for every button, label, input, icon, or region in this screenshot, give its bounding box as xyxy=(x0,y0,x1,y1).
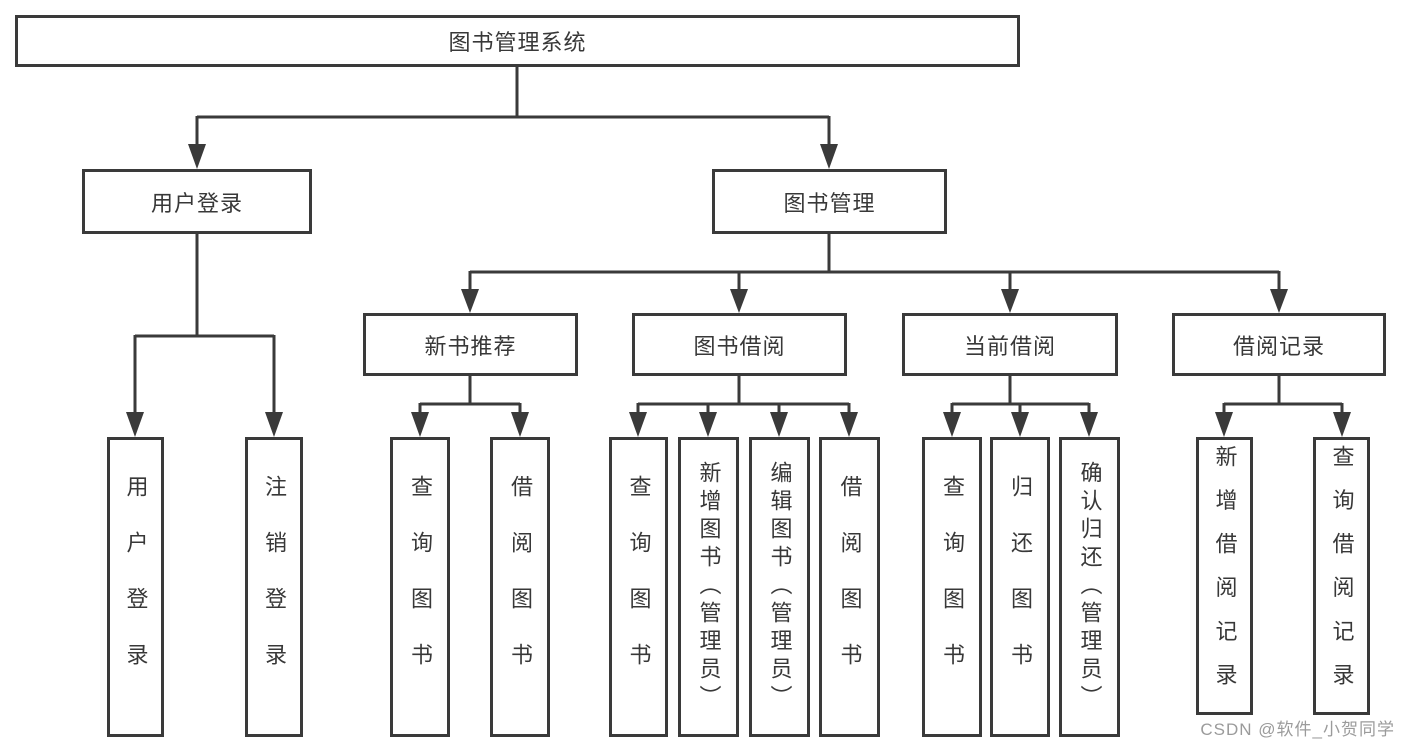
leaf-query-books-current: 查询图书 xyxy=(922,437,982,737)
leaf-borrow-books: 借阅图书 xyxy=(819,437,880,737)
leaf-confirm-return-admin: 确认归还（管理员） xyxy=(1059,437,1120,737)
leaf-return-books: 归还图书 xyxy=(990,437,1050,737)
node-book-management: 图书管理 xyxy=(712,169,947,234)
leaf-label: 编辑图书（管理员） xyxy=(767,461,793,713)
node-book-borrowing: 图书借阅 xyxy=(632,313,847,376)
leaf-label: 查询图书 xyxy=(408,475,433,699)
leaf-label: 用户登录 xyxy=(123,475,149,699)
leaf-label: 新增借阅记录 xyxy=(1212,445,1238,707)
node-label: 新书推荐 xyxy=(424,333,517,359)
leaf-label: 注销登录 xyxy=(262,475,287,699)
node-label: 图书借阅 xyxy=(693,333,786,359)
node-user-login: 用户登录 xyxy=(82,169,312,234)
node-library-management-system: 图书管理系统 xyxy=(15,15,1020,67)
leaf-query-books-borrowing: 查询图书 xyxy=(609,437,668,737)
leaf-borrow-books-recommend: 借阅图书 xyxy=(490,437,550,737)
leaf-label: 查询图书 xyxy=(940,475,965,699)
node-label: 图书管理系统 xyxy=(448,30,587,55)
leaf-label: 新增图书（管理员） xyxy=(696,461,722,713)
node-label: 图书管理 xyxy=(783,190,876,216)
node-label: 当前借阅 xyxy=(963,333,1056,359)
arrowheads xyxy=(126,144,1351,437)
leaf-label: 查询图书 xyxy=(626,475,652,699)
leaf-add-books-admin: 新增图书（管理员） xyxy=(678,437,739,737)
leaf-label: 借阅图书 xyxy=(837,475,863,699)
leaf-label: 确认归还（管理员） xyxy=(1077,461,1103,713)
node-label: 借阅记录 xyxy=(1232,333,1325,359)
leaf-edit-books-admin: 编辑图书（管理员） xyxy=(749,437,810,737)
leaf-query-books-recommend: 查询图书 xyxy=(390,437,450,737)
leaf-label: 归还图书 xyxy=(1008,475,1033,699)
node-new-book-recommendation: 新书推荐 xyxy=(363,313,578,376)
watermark: CSDN @软件_小贺同学 xyxy=(1200,720,1395,739)
leaf-logout: 注销登录 xyxy=(245,437,303,737)
leaf-add-borrow-record: 新增借阅记录 xyxy=(1196,437,1253,715)
node-label: 用户登录 xyxy=(150,190,243,216)
node-current-borrowing: 当前借阅 xyxy=(902,313,1118,376)
leaf-label: 借阅图书 xyxy=(508,475,533,699)
node-borrowing-records: 借阅记录 xyxy=(1172,313,1386,376)
leaf-query-borrow-record: 查询借阅记录 xyxy=(1313,437,1370,715)
leaf-user-login: 用户登录 xyxy=(107,437,164,737)
leaf-label: 查询借阅记录 xyxy=(1329,445,1355,707)
